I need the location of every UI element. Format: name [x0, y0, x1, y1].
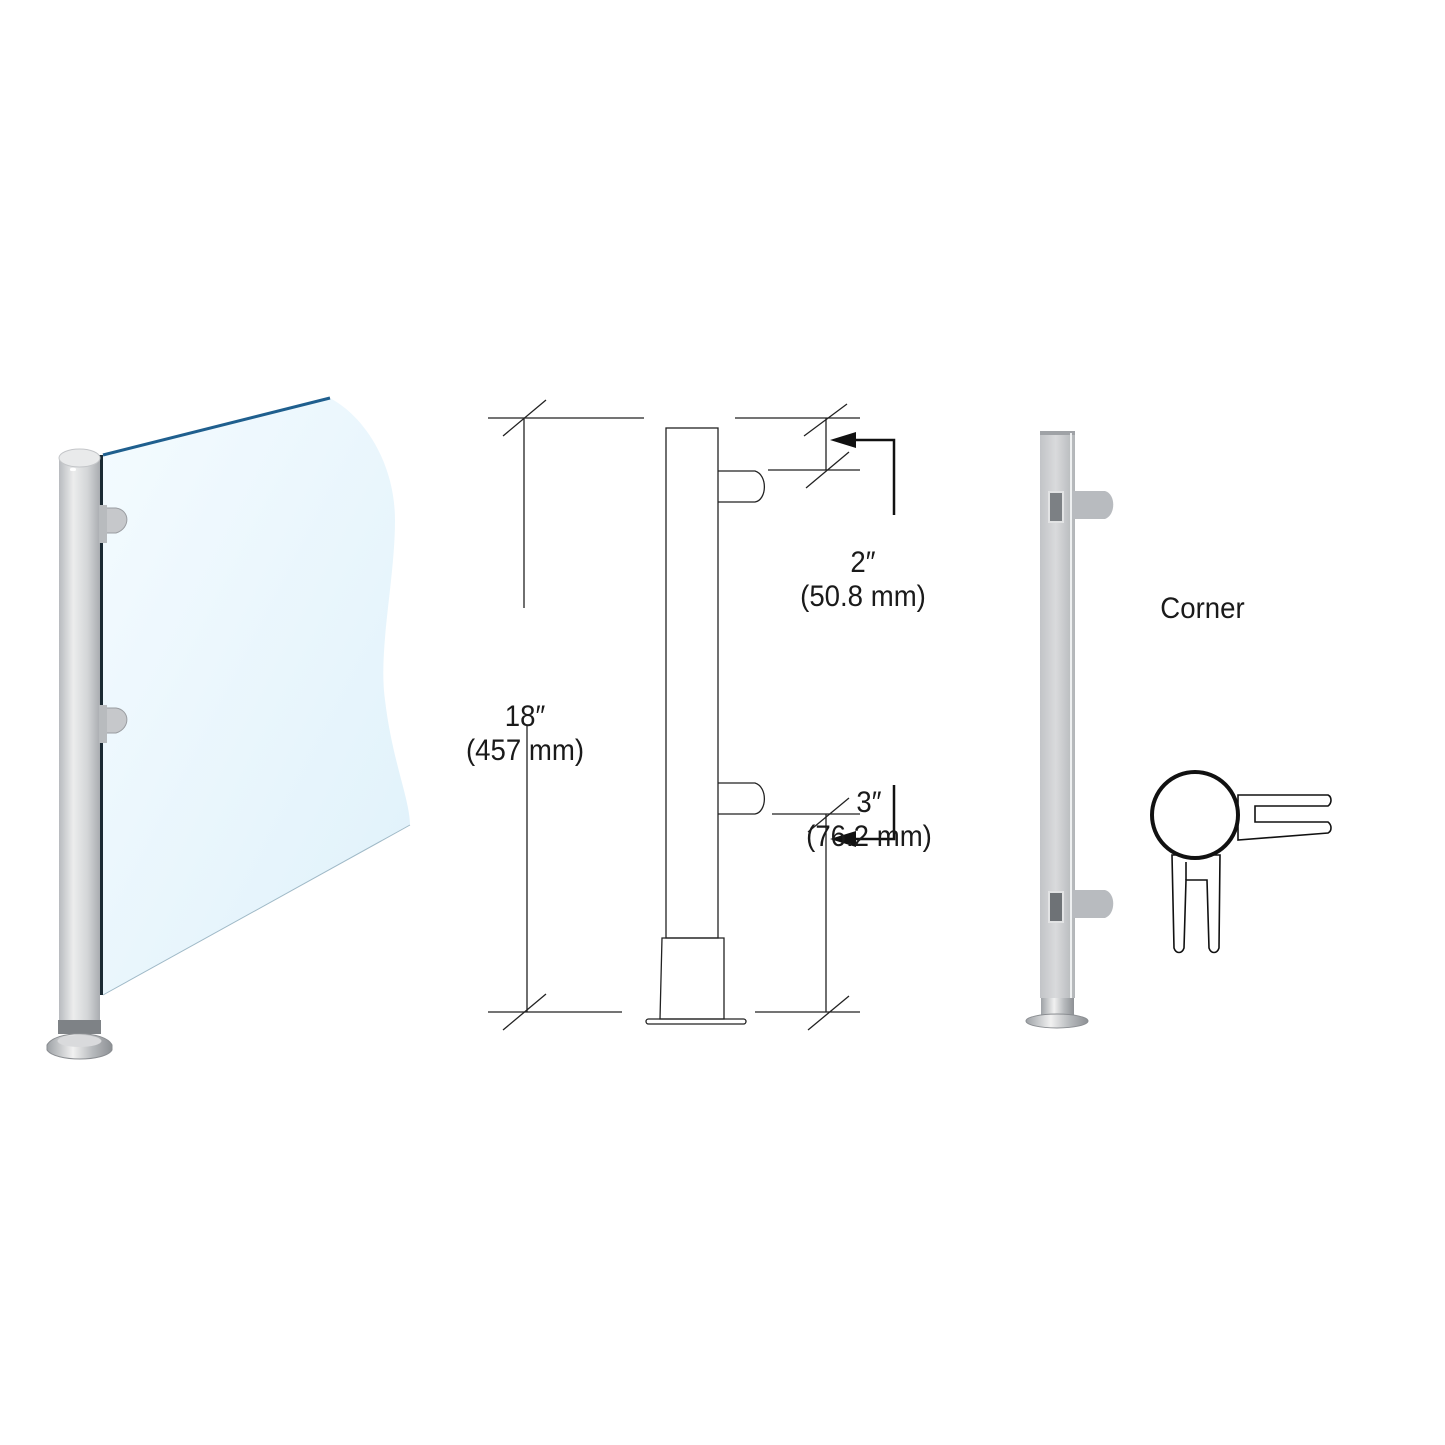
glass-clamp-bottom [99, 705, 128, 743]
corner-post [1025, 431, 1114, 1029]
corner-label: Corner [1160, 592, 1245, 625]
glass-panel [98, 396, 411, 996]
overall-height-label: 18″ (457 mm) [447, 700, 603, 768]
bottom-offset-imperial: 3″ [856, 786, 882, 819]
top-offset-metric: (50.8 mm) [800, 580, 926, 613]
leader-arrow-bottom [848, 785, 896, 841]
arrowhead-bottom-icon [830, 831, 856, 847]
top-offset-label: 2″ (50.8 mm) [785, 546, 941, 614]
top-offset-imperial: 2″ [850, 546, 876, 579]
overall-height-imperial: 18″ [504, 700, 546, 733]
leader-arrow-top [848, 438, 896, 515]
post-base-flange [46, 1020, 113, 1060]
dimension-drawing [488, 399, 860, 1031]
glass-clamp-top [99, 505, 128, 543]
corner-section-drawing [1150, 770, 1332, 954]
round-post [58, 448, 101, 1027]
overall-height-metric: (457 mm) [465, 734, 585, 767]
arrowhead-top-icon [830, 432, 856, 448]
bottom-offset-label: 3″ (76.2 mm) [791, 786, 947, 854]
bottom-offset-metric: (76.2 mm) [806, 820, 932, 853]
